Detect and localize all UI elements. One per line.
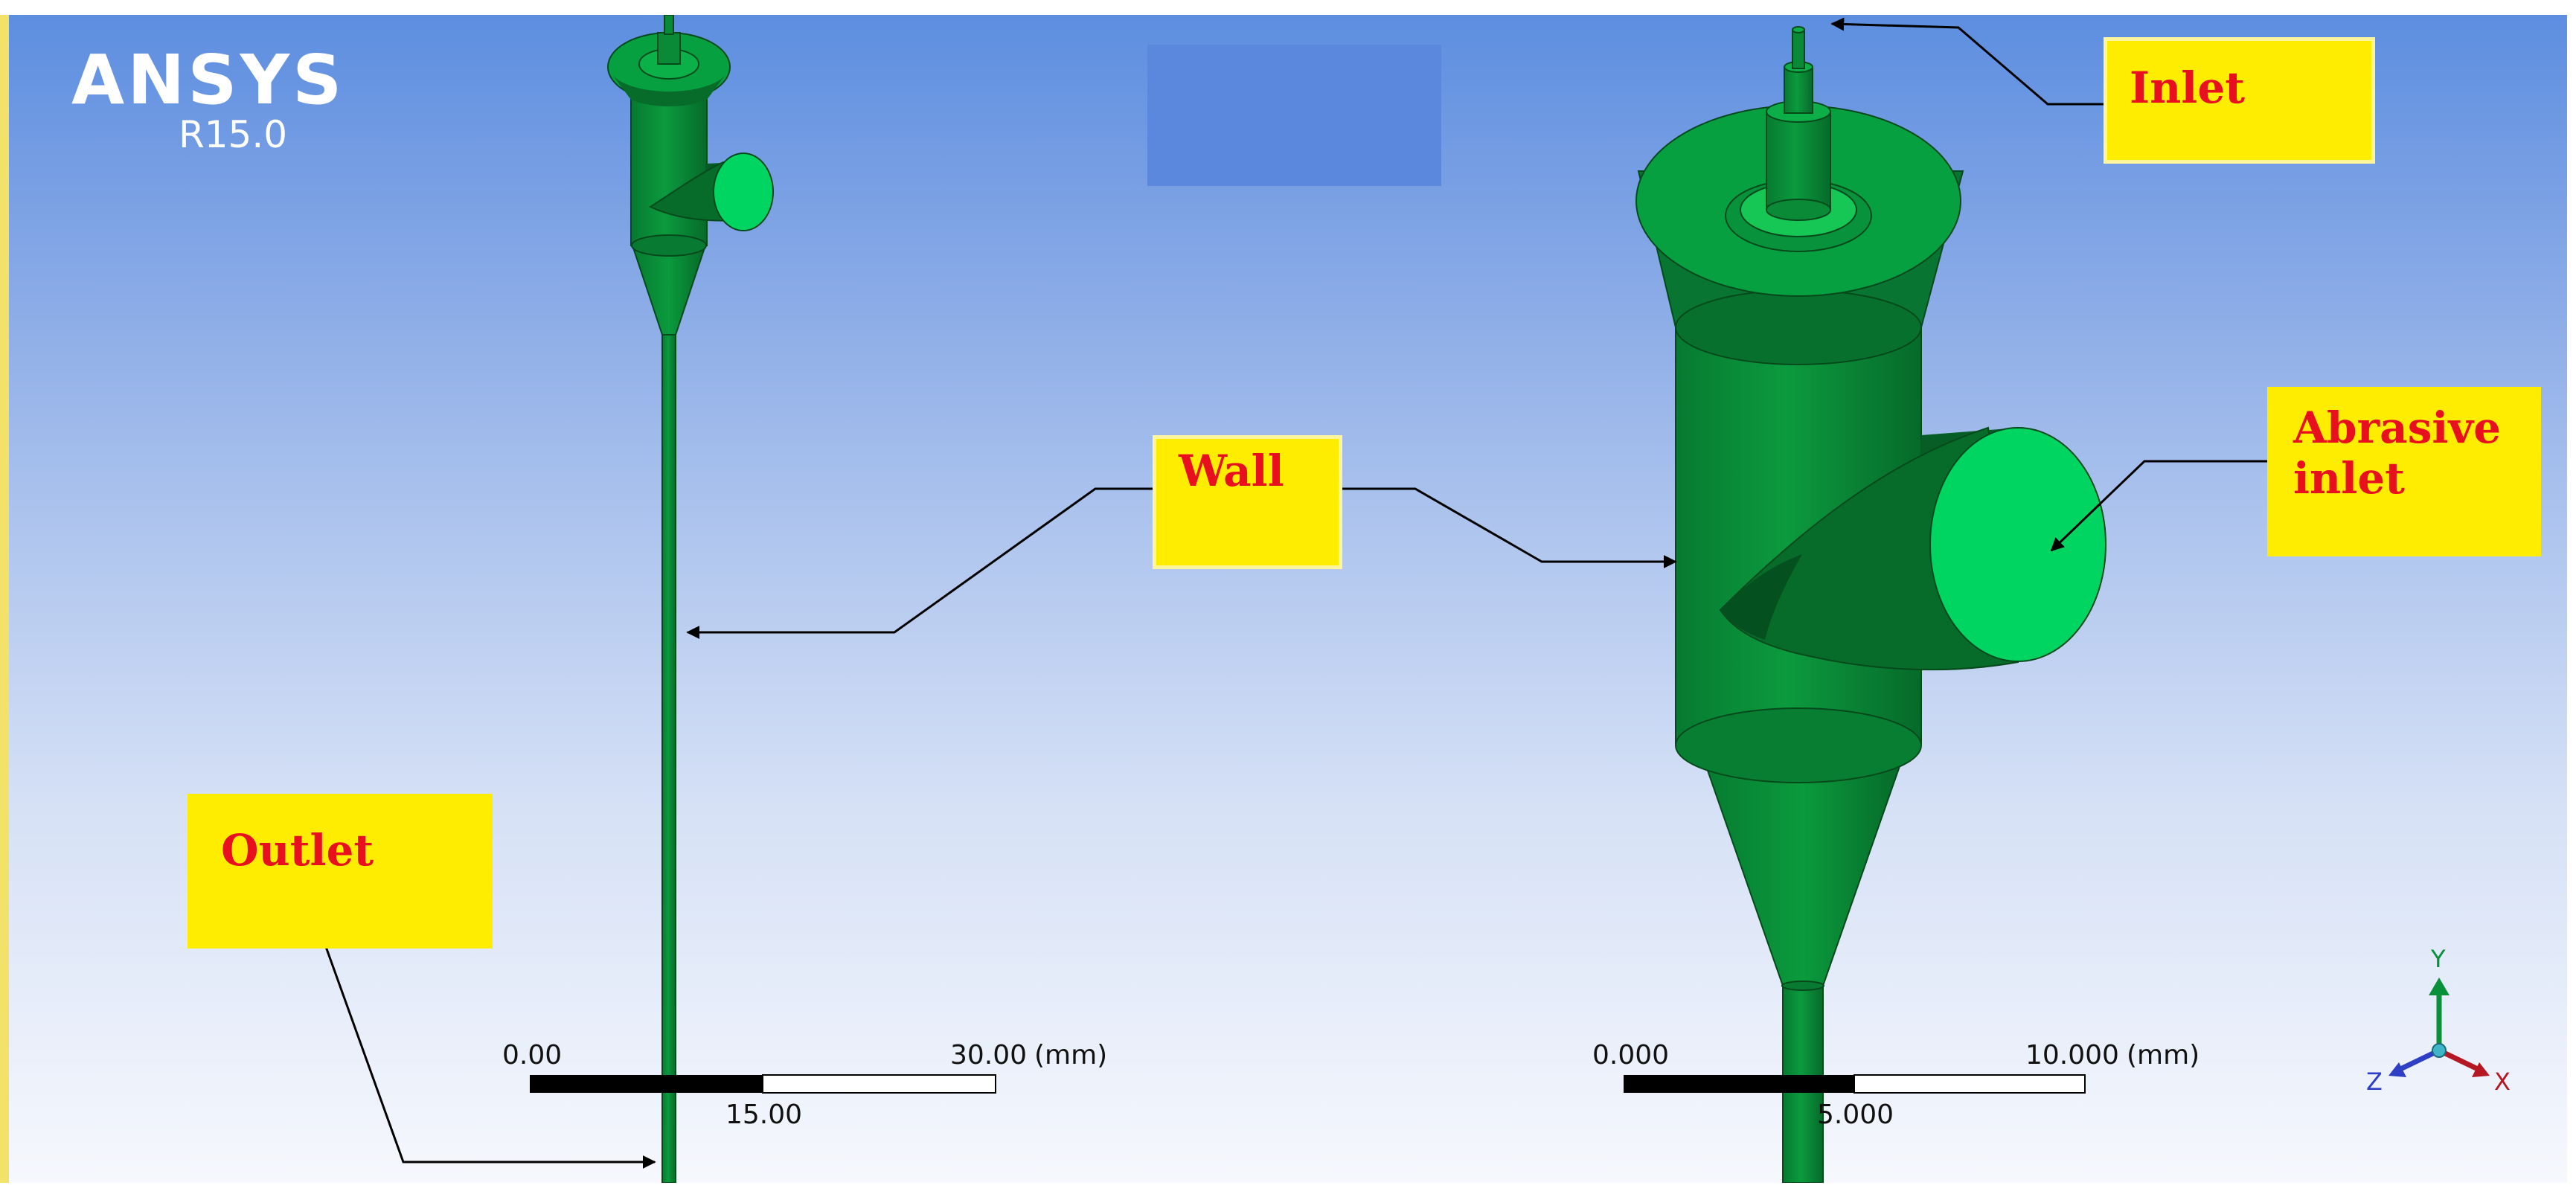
abrasive-leader: [2050, 460, 2267, 552]
scale-right-start: 0.000: [1592, 1040, 1670, 1071]
scale-right-end: 10.000: [2025, 1040, 2119, 1071]
outlet-leader: [324, 944, 656, 1169]
wall-leader-left: [686, 487, 1153, 639]
triad-z-label: Z: [2366, 1068, 2383, 1096]
scale-bar-left: [530, 1074, 996, 1094]
triad-origin: [2432, 1043, 2447, 1058]
triad-y-label: Y: [2431, 945, 2446, 973]
wall-label: Wall: [1179, 446, 1284, 496]
graphics-viewport[interactable]: ANSYS R15.0 Inlet Abrasive inlet Wall Ou…: [9, 15, 2567, 1183]
inlet-label-box: [2104, 37, 2375, 164]
abrasive-inlet-label-line1: Abrasive: [2293, 402, 2501, 453]
left-focusing-tube: [661, 334, 676, 1183]
ansys-logo: ANSYS R15.0: [71, 40, 345, 156]
left-chamber: [630, 96, 708, 246]
triad-x-label: X: [2494, 1068, 2511, 1096]
axis-triad: [2388, 978, 2490, 1077]
logo-version: R15.0: [179, 113, 288, 156]
inlet-leader: [1830, 17, 2104, 106]
overlay-rectangle: [1147, 45, 1441, 186]
scale-left-end: 30.00: [950, 1040, 1028, 1071]
logo-name: ANSYS: [71, 40, 345, 120]
right-cone: [1699, 751, 1906, 986]
right-nozzle-model: [1635, 26, 2106, 1183]
wall-label-box: [1153, 435, 1342, 569]
scale-right-unit: (mm): [2127, 1040, 2200, 1071]
callout-leaders: [324, 17, 2267, 1169]
geometry-canvas: [324, 15, 2490, 1183]
outlet-label-box: [188, 794, 493, 949]
abrasive-inlet-label-line2: inlet: [2293, 453, 2405, 504]
scale-left-start: 0.00: [502, 1040, 563, 1071]
viewport-left-edge: [0, 15, 9, 1183]
left-abrasive-face: [713, 153, 774, 231]
outlet-label: Outlet: [221, 825, 374, 876]
scale-left-unit: (mm): [1034, 1040, 1108, 1071]
scale-bar-right: [1624, 1074, 2086, 1094]
scale-left-mid: 15.00: [725, 1100, 803, 1130]
left-nozzle-model: [607, 15, 774, 1183]
abrasive-inlet-label-box: [2267, 387, 2541, 556]
right-inlet-stem: [1766, 111, 1831, 211]
wall-leader-right: [1335, 487, 1677, 568]
left-cone: [631, 245, 707, 336]
scale-right-mid: 5.000: [1817, 1100, 1894, 1130]
right-abrasive-face: [1929, 427, 2106, 662]
inlet-label: Inlet: [2130, 62, 2246, 113]
